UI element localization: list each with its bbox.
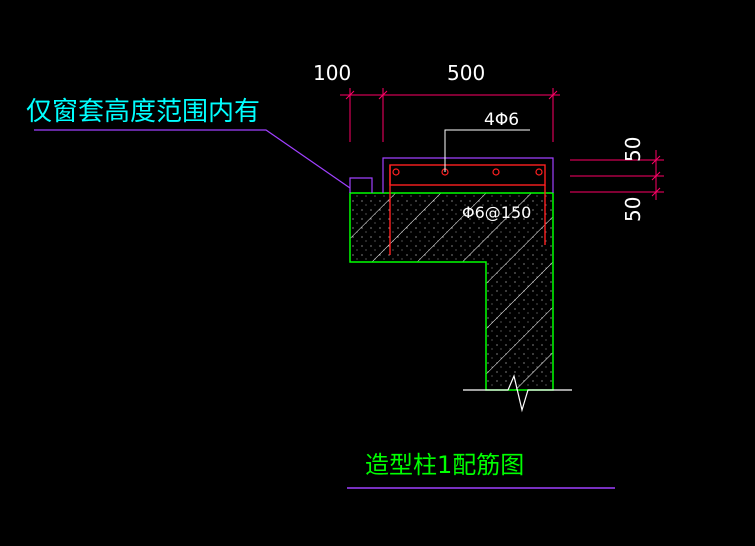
longitudinal-bars <box>392 168 543 176</box>
note-text: 仅窗套高度范围内有 <box>26 97 260 127</box>
window-sleeve-outline <box>349 177 373 193</box>
dim-right-lower: 50 <box>621 197 645 222</box>
dim-top-left: 100 <box>313 61 351 85</box>
sleeve-top-outline <box>382 157 554 193</box>
drawing-title: 造型柱1配筋图 <box>365 451 524 479</box>
note-leader <box>34 129 351 189</box>
concrete-section <box>349 192 554 391</box>
rebar-cage <box>389 164 546 255</box>
rebar-label: 4Φ6 <box>484 110 519 130</box>
right-dimension-lines <box>570 150 664 200</box>
dim-right-upper: 50 <box>621 137 645 162</box>
rebar-leader <box>444 129 530 172</box>
top-dimension-lines <box>340 88 560 142</box>
break-line <box>463 374 572 413</box>
stirrup-label: Φ6@150 <box>462 203 531 222</box>
dim-top-right: 500 <box>447 61 485 85</box>
